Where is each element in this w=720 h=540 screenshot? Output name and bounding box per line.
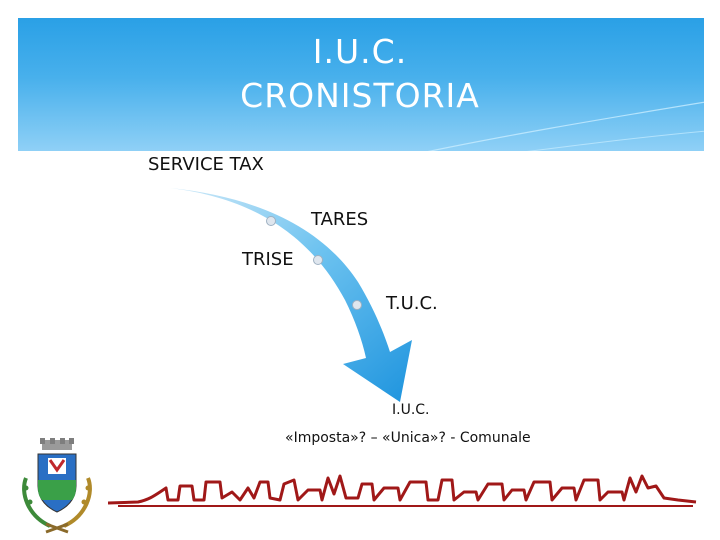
timeline-dot-tuc [352,300,362,310]
slide-title: I.U.C. CRONISTORIA [0,30,720,118]
banner-swoosh-lines [427,101,704,151]
timeline-dot-tares [266,216,276,226]
title-line-1: I.U.C. [312,32,408,71]
title-line-2: CRONISTORIA [240,76,480,115]
label-tuc: T.U.C. [386,293,438,314]
label-service-tax: SERVICE TAX [148,154,264,175]
label-trise: TRISE [242,249,294,270]
label-iuc: I.U.C. [392,402,430,418]
label-tares: TARES [311,209,369,230]
town-skyline-icon [108,474,697,507]
coat-of-arms-icon [22,438,92,534]
curved-arrow-shape [170,188,412,402]
timeline-dot-trise [313,255,323,265]
footnote-text: «Imposta»? – «Unica»? - Comunale [285,430,531,446]
title-banner [18,18,704,151]
